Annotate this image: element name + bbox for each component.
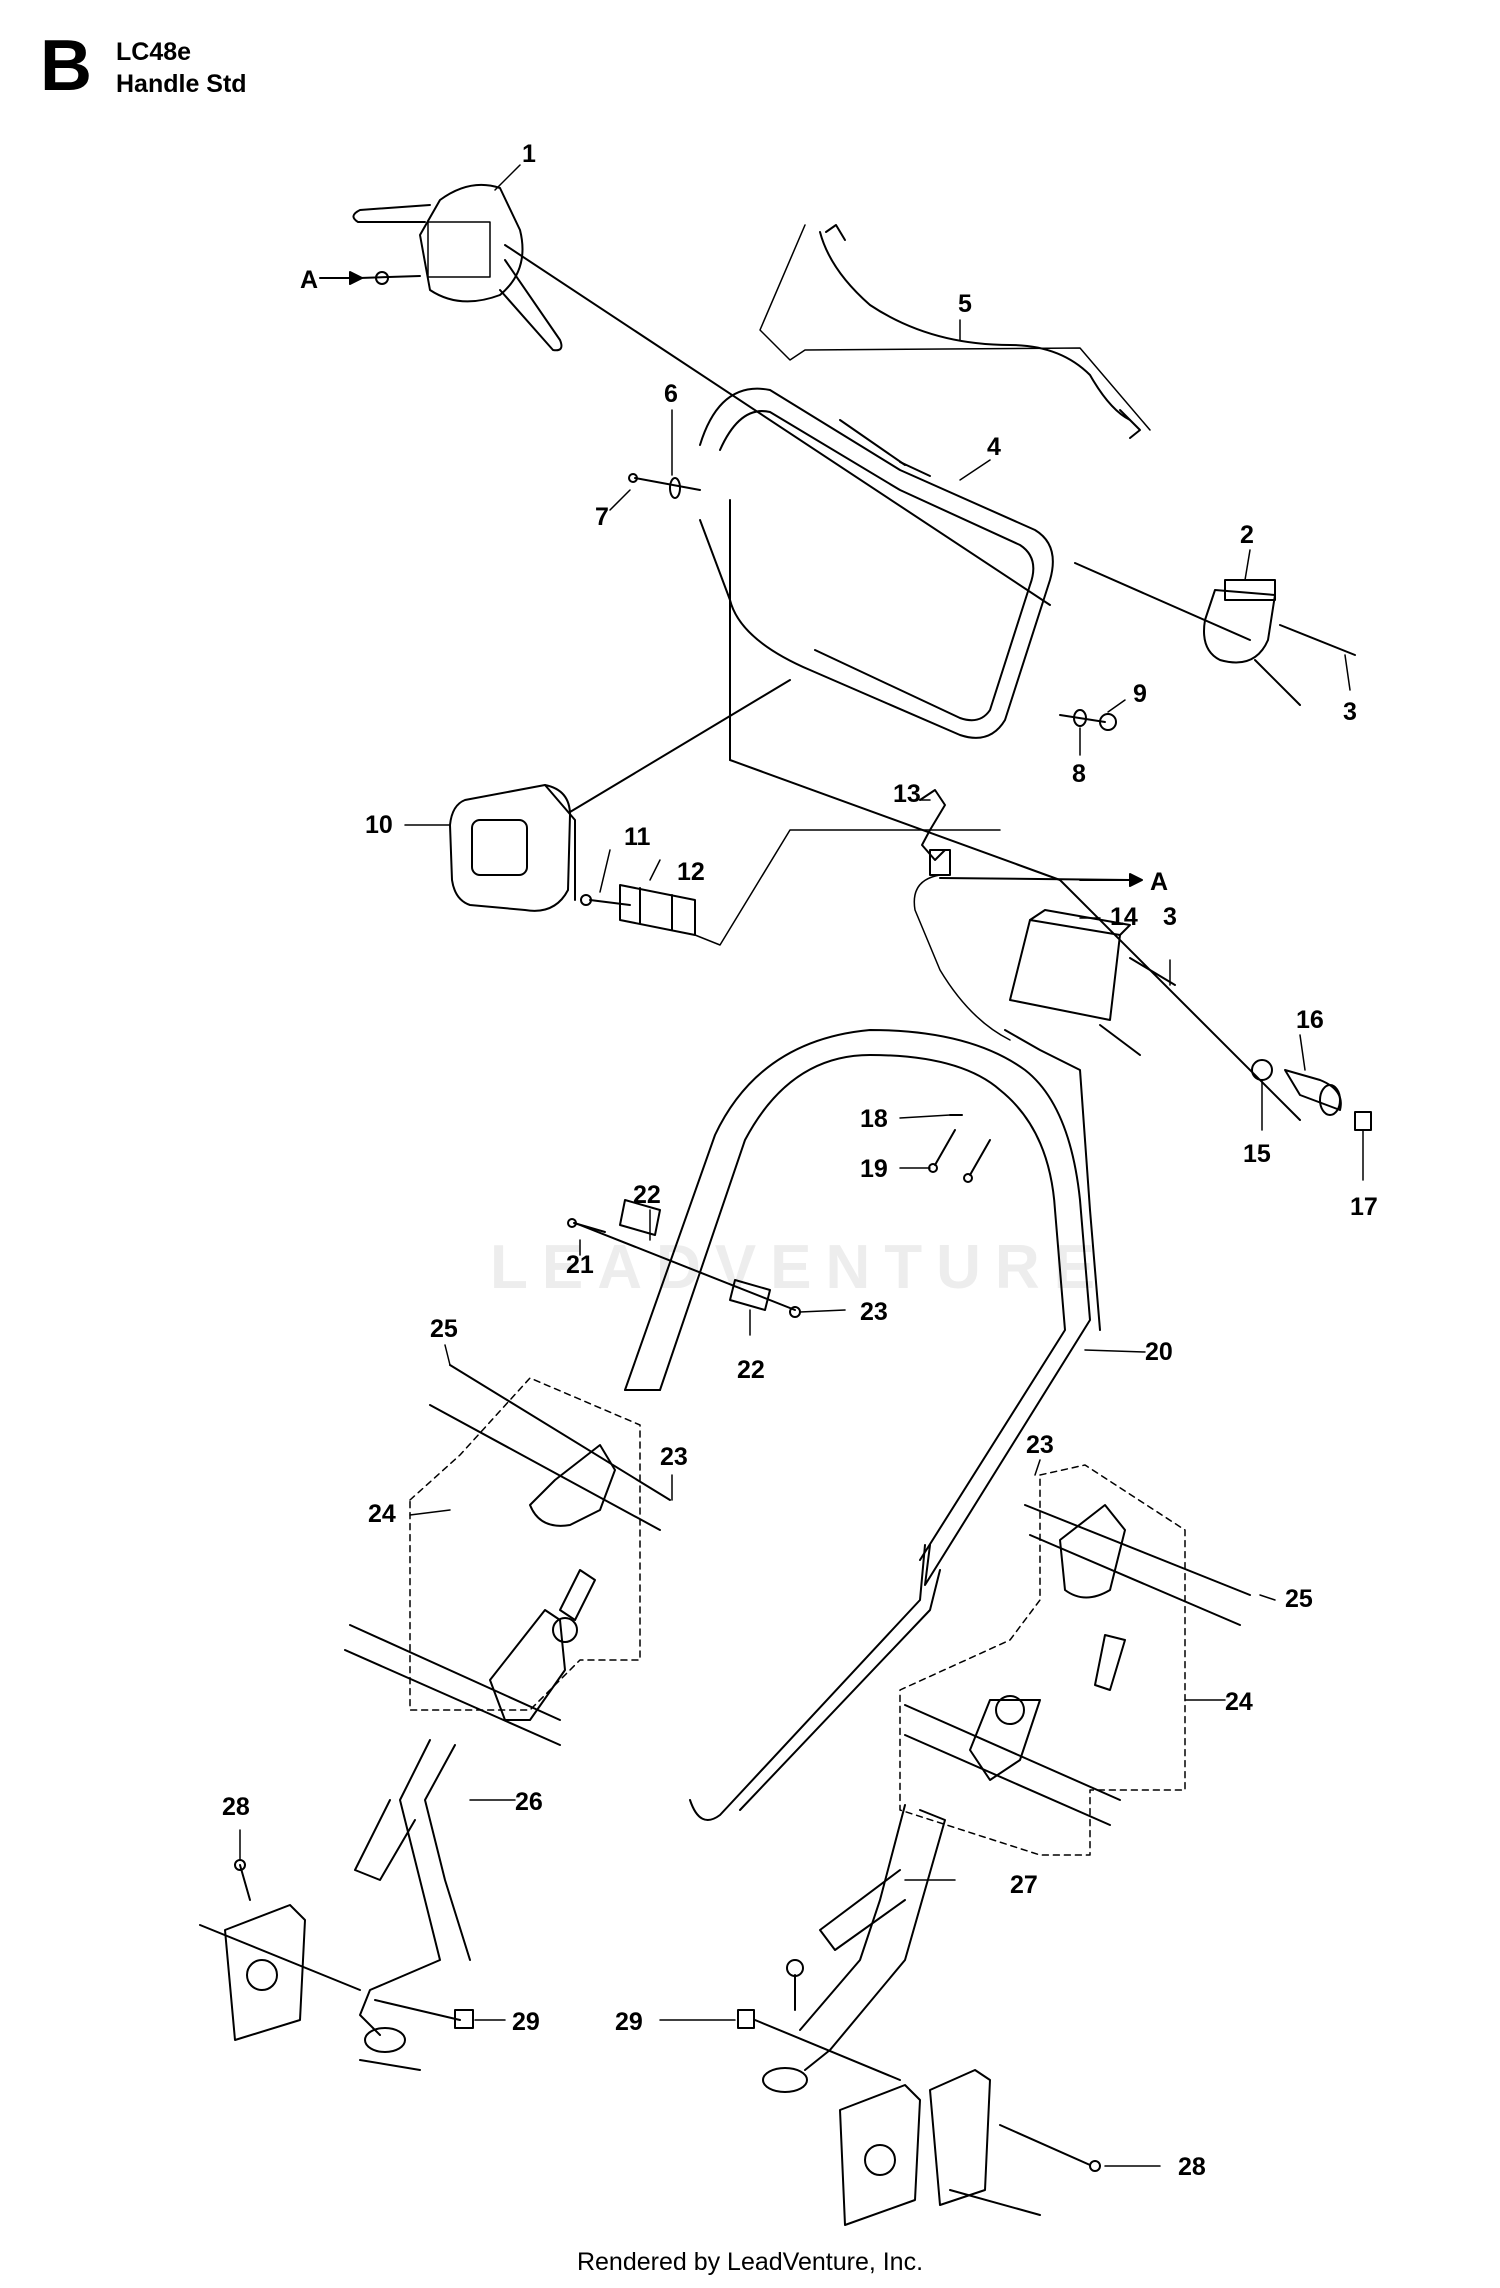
callout-25: 25 — [1285, 1585, 1313, 1613]
part-17-nut — [1354, 1111, 1372, 1131]
callout-8: 8 — [1072, 760, 1086, 788]
callout-7: 7 — [595, 503, 609, 531]
callout-16: 16 — [1296, 1006, 1324, 1034]
callout-18: 18 — [860, 1105, 888, 1133]
part-28-bolt-right — [999, 2124, 1101, 2172]
callout-3: 3 — [1163, 903, 1177, 931]
callout-a: A — [300, 266, 318, 294]
left-bracket-plate — [224, 1904, 306, 2041]
right-adjuster-outline — [899, 1464, 1186, 1856]
callout-1: 1 — [522, 140, 536, 168]
part-10-cover — [449, 784, 576, 912]
callout-3: 3 — [1343, 698, 1357, 726]
callout-21: 21 — [566, 1251, 594, 1279]
cable-outline — [759, 224, 1151, 431]
part-15-washer — [1251, 1059, 1273, 1081]
callout-13: 13 — [893, 780, 921, 808]
part-19-screw — [928, 1129, 991, 1183]
callout-15: 15 — [1243, 1140, 1271, 1168]
callout-12: 12 — [677, 858, 705, 886]
part-16-knob — [1284, 1069, 1342, 1116]
watermark: LEADVENTURE — [490, 1233, 1110, 1302]
part-24-right-adjuster — [969, 1504, 1126, 1781]
part-2-bracket — [1203, 579, 1356, 706]
diagram-title: Handle Std — [116, 70, 247, 98]
callout-24: 24 — [368, 1500, 396, 1528]
part-13-clip — [919, 789, 946, 861]
footer-credit: Rendered by LeadVenture, Inc. — [576, 2248, 924, 2276]
part-11-screw — [580, 894, 631, 906]
callout-28: 28 — [222, 1793, 250, 1821]
callout-4: 4 — [987, 433, 1001, 461]
callout-26: 26 — [515, 1788, 543, 1816]
callout-a: A — [1150, 868, 1168, 896]
callout-14: 14 — [1110, 903, 1138, 931]
leader-lines — [239, 164, 1364, 2167]
part-22-clip-upper — [619, 1199, 661, 1236]
callout-9: 9 — [1133, 680, 1147, 708]
callout-20: 20 — [1145, 1338, 1173, 1366]
callout-29: 29 — [512, 2008, 540, 2036]
callout-23: 23 — [660, 1443, 688, 1471]
callout-23: 23 — [860, 1298, 888, 1326]
right-bracket-plate — [839, 2069, 991, 2226]
part-20-lower-handle — [624, 1029, 1101, 1821]
callout-23: 23 — [1026, 1431, 1054, 1459]
section-letter: B — [40, 26, 92, 106]
part-1-control-box — [352, 183, 563, 352]
left-adjuster-outline — [409, 1377, 641, 1711]
model-name: LC48e — [116, 38, 192, 66]
callout-19: 19 — [860, 1155, 888, 1183]
part-4-upper-handle — [699, 387, 1054, 739]
part-28-bolt-left — [234, 1859, 251, 1901]
part-24-left-adjuster — [489, 1444, 616, 1721]
callout-10: 10 — [365, 811, 393, 839]
part-29-screw-right — [737, 2009, 755, 2029]
callout-17: 17 — [1350, 1193, 1378, 1221]
part-6-washer — [669, 477, 681, 499]
part-12-clamp — [619, 884, 696, 936]
callout-5: 5 — [958, 290, 972, 318]
callout-11: 11 — [624, 823, 651, 851]
part-22-clip-lower — [729, 1279, 771, 1311]
part-21-screw — [567, 1218, 606, 1233]
part-26-left-leg — [354, 1739, 471, 2053]
part-23-nut-upper — [789, 1306, 801, 1318]
callout-24: 24 — [1225, 1688, 1253, 1716]
callout-25: 25 — [430, 1315, 458, 1343]
part-7-screw — [628, 473, 701, 491]
callout-22: 22 — [737, 1356, 765, 1384]
callout-22: 22 — [633, 1181, 661, 1209]
callout-2: 2 — [1240, 521, 1254, 549]
callout-29: 29 — [615, 2008, 643, 2036]
callout-27: 27 — [1010, 1871, 1038, 1899]
callout-28: 28 — [1178, 2153, 1206, 2181]
part-5-cable — [819, 224, 1141, 439]
part-27-right-leg — [762, 1804, 946, 2093]
callout-6: 6 — [664, 380, 678, 408]
